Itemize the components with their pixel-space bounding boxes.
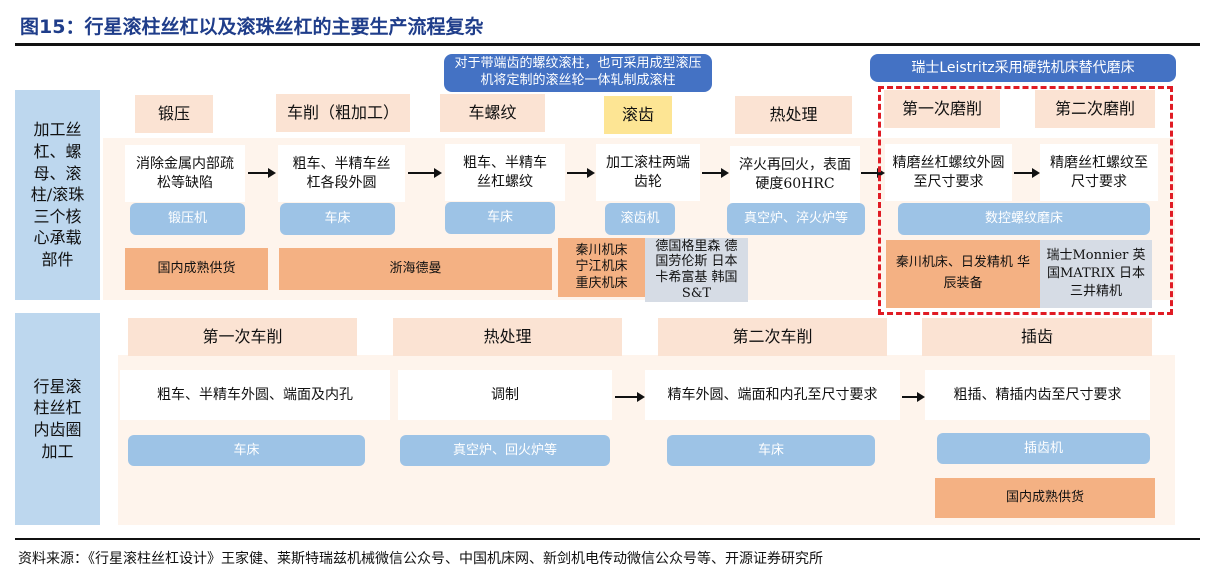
arrow-right-icon [702, 168, 729, 178]
machine-box: 锻压机 [130, 203, 245, 235]
machine-box: 真空炉、回火炉等 [400, 435, 610, 466]
row1-label: 加工丝杠、螺母、滚柱/滚珠三个核心承载部件 [15, 90, 100, 300]
step-desc: 精磨丝杠螺纹外圆至尺寸要求 [885, 144, 1012, 201]
step-desc: 粗插、精插内齿至尺寸要求 [925, 370, 1150, 420]
step-header: 第二次车削 [658, 318, 887, 356]
step-header: 第一次车削 [128, 318, 357, 356]
step-desc: 精磨丝杠螺纹至尺寸要求 [1040, 144, 1158, 201]
machine-box: 数控螺纹磨床 [898, 203, 1150, 235]
supplier-box: 国内成熟供货 [125, 248, 268, 290]
arrow-right-icon [902, 392, 925, 402]
leistritz-highlight-frame [878, 86, 1173, 315]
callout-rolling: 对于带端齿的螺纹滚柱，也可采用成型滚压机将定制的滚丝轮一体轧制成滚柱 [444, 54, 712, 92]
supplier-box: 瑞士Monnier 英国MATRIX 日本三井精机 [1040, 240, 1152, 308]
step-header: 车削（粗加工） [276, 94, 410, 132]
machine-box: 滚齿机 [605, 203, 675, 235]
step-header: 热处理 [735, 96, 852, 134]
arrow-right-icon [615, 392, 645, 402]
supplier-box: 秦川机床 宁江机床 重庆机床 [558, 238, 645, 297]
machine-box: 车床 [445, 202, 555, 234]
supplier-box: 国内成熟供货 [935, 478, 1155, 518]
step-desc: 粗车、半精车丝杠各段外圆 [278, 145, 405, 202]
callout-leistritz: 瑞士Leistritz采用硬铣机床替代磨床 [870, 54, 1176, 82]
row2-label: 行星滚柱丝杠内齿圈加工 [15, 313, 100, 525]
source-note: 资料来源：《行星滚柱丝杠设计》王家健、莱斯特瑞兹机械微信公众号、中国机床网、新剑… [18, 551, 823, 567]
bottom-rule [15, 538, 1200, 540]
step-desc: 粗车、半精车外圆、端面及内孔 [120, 370, 390, 420]
step-desc: 精车外圆、端面和内孔至尺寸要求 [645, 370, 900, 420]
step-header: 锻压 [135, 95, 213, 133]
step-header: 车螺纹 [440, 94, 545, 132]
machine-box: 插齿机 [937, 433, 1150, 464]
step-desc: 消除金属内部疏松等缺陷 [125, 145, 245, 202]
step-desc: 调制 [398, 370, 612, 420]
step-header: 滚齿 [604, 96, 672, 134]
supplier-box: 秦川机床、日发精机 华辰装备 [886, 240, 1040, 308]
arrow-right-icon [408, 168, 442, 178]
step-header: 第一次磨削 [884, 90, 1000, 128]
step-desc: 加工滚柱两端齿轮 [596, 144, 700, 201]
machine-box: 车床 [667, 435, 875, 466]
top-rule [15, 43, 1200, 46]
arrow-right-icon [567, 168, 595, 178]
arrow-right-icon [1014, 168, 1040, 178]
supplier-box: 浙海德曼 [279, 248, 552, 290]
supplier-box: 德国格里森 德国劳伦斯 日本卡希富基 韩国S&T [645, 238, 748, 302]
arrow-right-icon [861, 168, 885, 178]
machine-box: 车床 [128, 435, 365, 466]
step-header: 插齿 [922, 318, 1152, 356]
machine-box: 车床 [280, 203, 395, 235]
step-desc: 粗车、半精车丝杠螺纹 [445, 144, 565, 201]
machine-box: 真空炉、淬火炉等 [727, 203, 865, 235]
figure-title: 图15：行星滚柱丝杠以及滚珠丝杠的主要生产流程复杂 [20, 16, 484, 38]
arrow-right-icon [248, 168, 276, 178]
step-header: 热处理 [393, 318, 622, 356]
step-header: 第二次磨削 [1035, 90, 1155, 128]
step-desc: 淬火再回火，表面硬度60HRC [730, 146, 860, 203]
